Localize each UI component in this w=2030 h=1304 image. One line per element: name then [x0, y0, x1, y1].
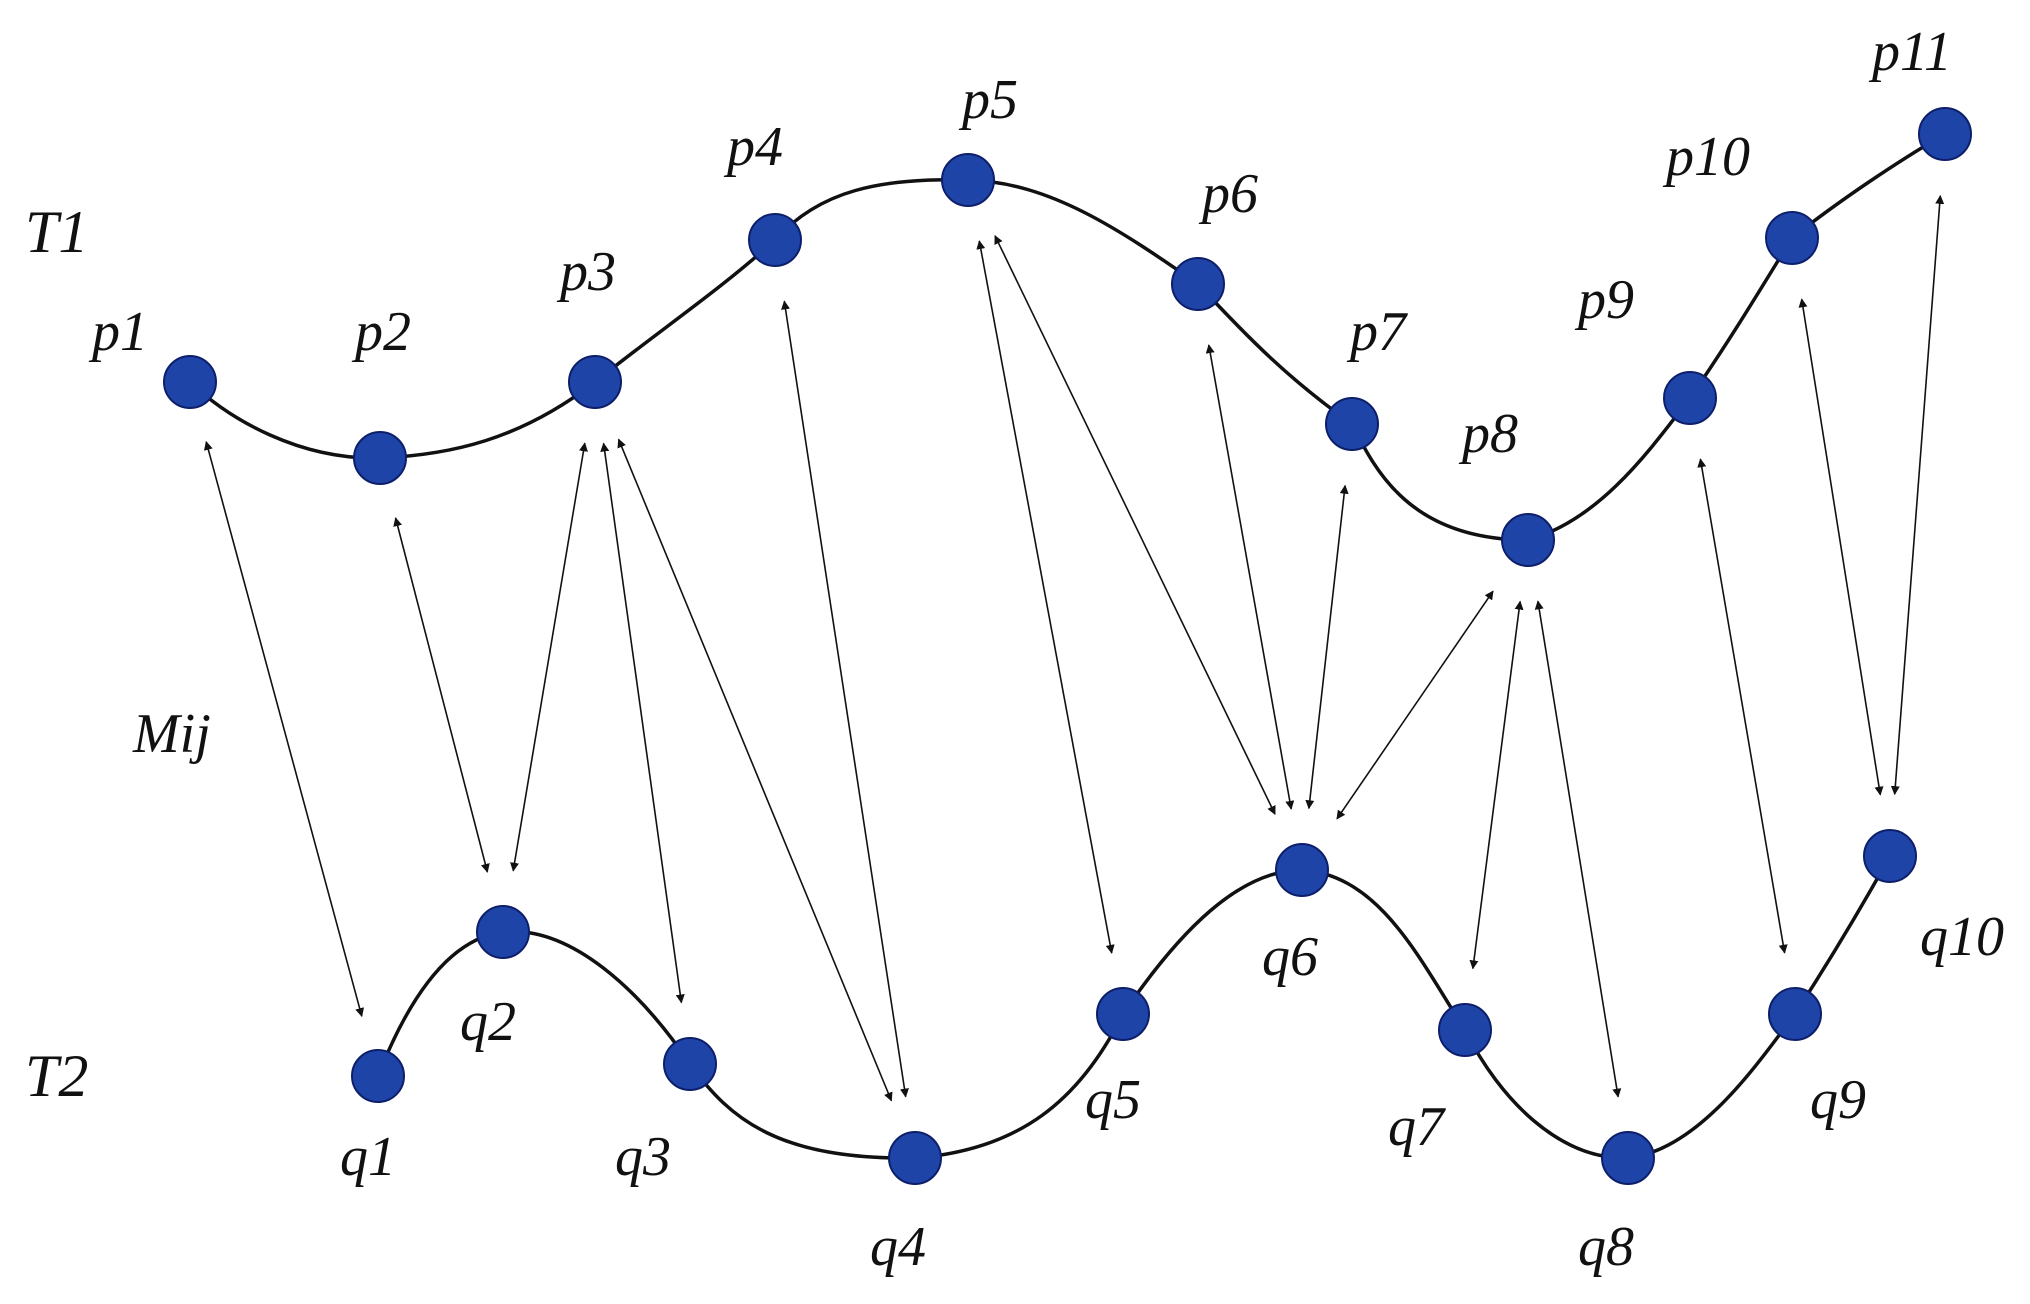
- match-arrow-p11-q10: [1890, 194, 1945, 796]
- point-label-q6: q6: [1262, 926, 1318, 988]
- point-labels: p1 p2 p3 p4 p5 p6 p7 p8 p9 p10 p11 q1 q2 q3 q4 q5 q6 q7 q8…: [88, 21, 2004, 1278]
- t2-point-q2: [476, 905, 530, 959]
- match-arrow-p7-q6: [1305, 484, 1349, 810]
- point-label-p10: p10: [1662, 126, 1750, 188]
- t1-point-p2: [353, 431, 407, 485]
- t2-point-q9: [1768, 987, 1822, 1041]
- point-label-q8: q8: [1578, 1216, 1634, 1278]
- point-label-p7: p7: [1346, 301, 1408, 363]
- t1-point-p7: [1325, 397, 1379, 451]
- t2-point-q8: [1601, 1131, 1655, 1185]
- match-arrow-p3-q3: [600, 442, 685, 1004]
- t2-point-q3: [663, 1037, 717, 1091]
- trajectory-t1-label: T1: [25, 199, 88, 265]
- point-label-p9: p9: [1574, 269, 1634, 331]
- point-label-q5: q5: [1085, 1069, 1141, 1131]
- point-label-q7: q7: [1388, 1096, 1446, 1158]
- match-links: [203, 194, 1945, 1102]
- point-label-q1: q1: [340, 1126, 396, 1188]
- point-label-q10: q10: [1920, 906, 2004, 968]
- trajectory-t1-curve: [188, 132, 1947, 542]
- point-label-p3: p3: [556, 241, 616, 303]
- point-label-p11: p11: [1868, 21, 1952, 83]
- point-label-q9: q9: [1810, 1069, 1866, 1131]
- trajectory-t2-label: T2: [25, 1043, 88, 1109]
- match-arrow-p8-q8: [1534, 600, 1622, 1098]
- match-label: Mij: [132, 703, 211, 765]
- match-arrow-p9-q9: [1697, 458, 1788, 954]
- t1-point-p9: [1663, 371, 1717, 425]
- t1-point-p1: [163, 355, 217, 409]
- match-arrow-p4-q4: [781, 300, 909, 1098]
- t1-point-p8: [1501, 513, 1555, 567]
- match-arrow-p6-q6: [1205, 344, 1295, 810]
- point-label-p8: p8: [1458, 403, 1518, 465]
- t2-point-q10: [1863, 829, 1917, 883]
- match-arrow-p8-q7: [1469, 600, 1524, 970]
- point-label-p4: p4: [723, 116, 783, 178]
- point-label-q3: q3: [615, 1126, 671, 1188]
- t1-point-p6: [1171, 257, 1225, 311]
- point-label-p1: p1: [88, 301, 148, 363]
- match-arrow-p5-q5: [976, 240, 1115, 954]
- match-arrow-p3-q4: [617, 438, 893, 1102]
- t1-point-p10: [1765, 211, 1819, 265]
- trajectory-points: [163, 107, 1972, 1185]
- t2-point-q5: [1096, 987, 1150, 1041]
- point-label-p6: p6: [1198, 163, 1258, 225]
- match-arrow-p8-q6: [1336, 590, 1494, 820]
- point-label-p2: p2: [351, 301, 411, 363]
- t1-point-p5: [941, 153, 995, 207]
- match-arrow-p10-q10: [1798, 298, 1884, 796]
- match-arrow-p3-q2: [510, 442, 588, 872]
- t2-point-q4: [888, 1131, 942, 1185]
- t1-point-p11: [1918, 107, 1972, 161]
- point-label-q4: q4: [870, 1216, 926, 1278]
- t2-point-q7: [1438, 1003, 1492, 1057]
- t1-point-p4: [748, 213, 802, 267]
- point-label-q2: q2: [460, 991, 516, 1053]
- t1-point-p3: [568, 355, 622, 409]
- t2-point-q1: [351, 1049, 405, 1103]
- point-label-p5: p5: [958, 69, 1018, 131]
- t2-point-q6: [1275, 843, 1329, 897]
- match-arrow-p1-q1: [203, 440, 365, 1018]
- match-arrow-p2-q2: [393, 517, 490, 873]
